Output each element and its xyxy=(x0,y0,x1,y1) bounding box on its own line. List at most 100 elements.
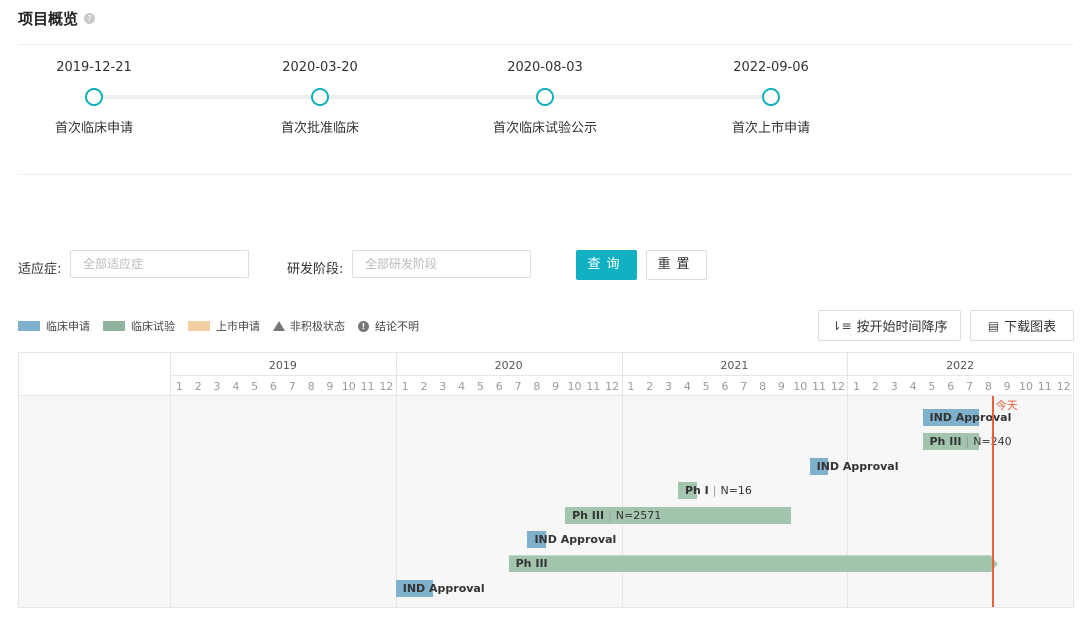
download-button[interactable]: ▤ 下载图表 xyxy=(970,310,1074,341)
gantt-bar-label: IND Approval xyxy=(534,531,616,548)
legend-item-trial[interactable]: 临床试验 xyxy=(103,318,175,334)
month-label: 12 xyxy=(830,380,845,393)
bar-phase-label: IND Approval xyxy=(816,459,899,473)
milestone-dot[interactable] xyxy=(536,88,554,106)
milestone-name: 首次临床申请 xyxy=(54,121,133,136)
legend-swatch xyxy=(18,321,40,331)
month-label: 9 xyxy=(552,380,560,393)
milestone-date: 2019-12-21 xyxy=(56,60,132,75)
bar-phase-label: IND Approval xyxy=(929,411,1012,424)
bar-phase-label: Ph III xyxy=(572,508,605,522)
month-label: 3 xyxy=(890,380,898,393)
question-circle-icon[interactable]: ? xyxy=(84,13,96,24)
month-label: 5 xyxy=(251,380,259,393)
month-label: 3 xyxy=(439,380,447,393)
sort-button-label: 按开始时间降序 xyxy=(856,320,948,335)
exclamation-circle-icon: ! xyxy=(358,320,369,332)
gantt-bar-application[interactable] xyxy=(527,531,547,548)
page-title: 项目概览 ? xyxy=(18,8,96,29)
triangle-icon xyxy=(273,321,285,331)
gantt-bar-trial[interactable] xyxy=(677,482,697,500)
month-label: 2 xyxy=(420,380,428,393)
legend-label: 临床试验 xyxy=(131,320,175,333)
legend-item-application[interactable]: 临床申请 xyxy=(18,318,90,334)
month-label: 1 xyxy=(853,380,861,393)
document-icon: ▤ xyxy=(987,318,1000,333)
bar-phase-label: Ph III xyxy=(929,435,962,449)
month-label: 11 xyxy=(586,380,601,393)
stage-label: 研发阶段: xyxy=(287,262,344,277)
month-label: 4 xyxy=(909,380,917,393)
timeline-track xyxy=(94,95,771,99)
gantt-bar-label: Ph III|N=2571 xyxy=(572,507,661,524)
month-label: 10 xyxy=(341,380,356,393)
month-label: 5 xyxy=(476,380,484,393)
year-label: 2021 xyxy=(720,359,749,372)
stage-input[interactable]: 全部研发阶段 xyxy=(352,250,531,278)
legend-swatch xyxy=(188,321,210,331)
bar-phase-label: IND Approval xyxy=(534,533,617,546)
legend-item-unclear[interactable]: ! 结论不明 xyxy=(358,318,419,334)
year-divider xyxy=(621,353,623,607)
gantt-bar-application[interactable] xyxy=(395,579,434,597)
month-row-divider xyxy=(170,375,1073,376)
milestone-name: 首次临床试验公示 xyxy=(492,121,597,136)
year-divider xyxy=(395,353,397,607)
gantt-bar-application[interactable] xyxy=(922,409,979,426)
month-label: 4 xyxy=(458,380,466,393)
milestone-date: 2020-03-20 xyxy=(282,60,358,75)
gantt-body xyxy=(19,396,1073,607)
year-label: 2022 xyxy=(946,359,975,372)
month-label: 6 xyxy=(495,380,503,393)
legend-item-inactive[interactable]: 非积极状态 xyxy=(273,318,345,334)
milestone-dot[interactable] xyxy=(85,88,103,106)
legend-label: 结论不明 xyxy=(375,320,419,333)
gantt-bar-trial[interactable] xyxy=(565,506,791,524)
year-divider xyxy=(847,353,849,607)
gantt-bar-trial[interactable] xyxy=(922,433,979,451)
month-label: 8 xyxy=(759,380,767,393)
indication-input[interactable]: 全部适应症 xyxy=(70,250,249,278)
milestone-dot[interactable] xyxy=(762,88,780,106)
reset-button[interactable]: 重置 xyxy=(646,250,707,280)
sort-descending-icon: ⇂≡ xyxy=(831,318,852,333)
legend-label: 临床申请 xyxy=(46,320,90,333)
gantt-bar-label: IND Approval xyxy=(817,458,899,475)
milestone-date: 2020-08-03 xyxy=(507,60,583,75)
bar-phase-label: Ph III xyxy=(515,557,548,571)
gantt-bar-trial[interactable] xyxy=(509,555,998,572)
milestone-name: 首次批准临床 xyxy=(280,121,359,136)
chart-legend: 临床申请 临床试验 上市申请 非积极状态 ! 结论不明 xyxy=(18,318,432,334)
sort-button[interactable]: ⇂≡ 按开始时间降序 xyxy=(818,310,961,341)
month-label: 7 xyxy=(514,380,522,393)
bar-separator: | xyxy=(608,508,612,522)
divider xyxy=(18,44,1074,45)
header-divider xyxy=(19,395,1073,396)
milestone-name: 首次上市申请 xyxy=(731,121,810,136)
bar-phase-label: Ph I xyxy=(684,484,709,498)
today-line xyxy=(991,396,994,607)
month-label: 4 xyxy=(232,380,240,393)
today-label: 今天 xyxy=(995,399,1018,412)
query-button[interactable]: 查询 xyxy=(576,250,637,280)
month-label: 8 xyxy=(307,380,315,393)
gantt-bar-label: Ph III xyxy=(516,555,548,572)
bar-sample-size: N=2571 xyxy=(615,508,662,522)
legend-item-marketing[interactable]: 上市申请 xyxy=(188,318,260,334)
month-label: 9 xyxy=(1003,380,1011,393)
gantt-bar-label: IND Approval xyxy=(403,580,485,597)
bar-phase-label: IND Approval xyxy=(402,581,485,595)
month-label: 9 xyxy=(326,380,334,393)
month-label: 12 xyxy=(379,380,394,393)
gantt-bar-label: Ph III|N=240 xyxy=(930,433,1012,450)
gantt-bar-label: IND Approval xyxy=(930,409,1012,426)
month-label: 2 xyxy=(871,380,879,393)
gantt-bar-application[interactable] xyxy=(809,457,829,475)
month-label: 6 xyxy=(269,380,277,393)
divider xyxy=(18,174,1074,175)
milestone-dot[interactable] xyxy=(311,88,329,106)
month-label: 11 xyxy=(1037,380,1052,393)
month-label: 3 xyxy=(665,380,673,393)
legend-label: 非积极状态 xyxy=(290,320,345,333)
